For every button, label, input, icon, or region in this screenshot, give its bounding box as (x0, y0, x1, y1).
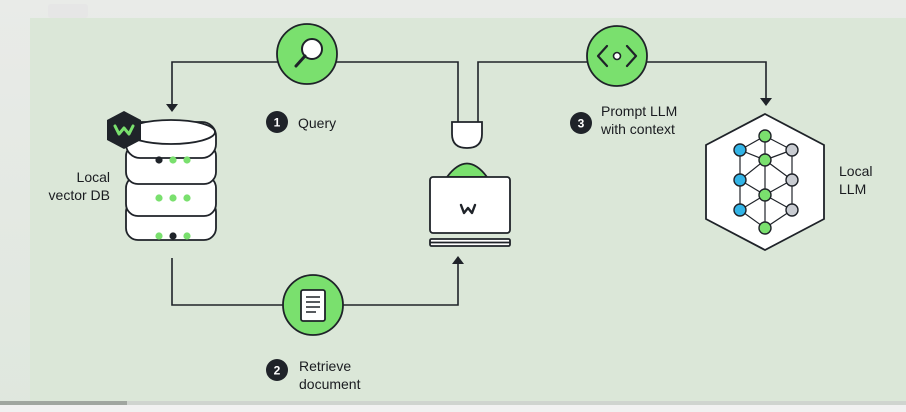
step-2-label-line1: Retrieve (299, 358, 351, 374)
laptop-icon (429, 121, 511, 247)
database-icon (125, 119, 217, 241)
neural-network-icon (705, 112, 825, 252)
top-overlay (48, 4, 88, 18)
video-progress-fill (0, 401, 127, 405)
search-step-icon (276, 23, 338, 85)
step-2-badge: 2 (266, 359, 288, 381)
bottom-strip (0, 402, 906, 412)
document-step-icon (282, 274, 344, 336)
step-1-badge: 1 (266, 111, 288, 133)
vector-db-label-line2: vector DB (49, 187, 110, 203)
llm-label-line1: Local (839, 163, 872, 179)
step-3-badge: 3 (570, 112, 592, 134)
step-3-label-line2: with context (600, 121, 675, 137)
step-3-number: 3 (578, 117, 585, 131)
arrow-to-llm (760, 98, 772, 106)
llm-label-line2: LLM (839, 181, 866, 197)
weaviate-logo-icon (107, 111, 141, 149)
step-3-label-line1: Prompt LLM (601, 103, 677, 119)
code-step-icon (586, 25, 648, 87)
video-progress-bar[interactable] (0, 401, 906, 405)
step-1-label: Query (298, 115, 336, 131)
step-2-label-line2: document (299, 376, 361, 392)
database-dots (155, 156, 191, 240)
arrowheads (166, 98, 772, 264)
vector-db-label-line1: Local (77, 169, 110, 185)
laptop-logo-icon (459, 203, 477, 215)
arrow-to-laptop (452, 256, 464, 264)
step-2-number: 2 (274, 364, 281, 378)
step-1-number: 1 (274, 116, 281, 130)
arrow-to-db (166, 104, 178, 112)
